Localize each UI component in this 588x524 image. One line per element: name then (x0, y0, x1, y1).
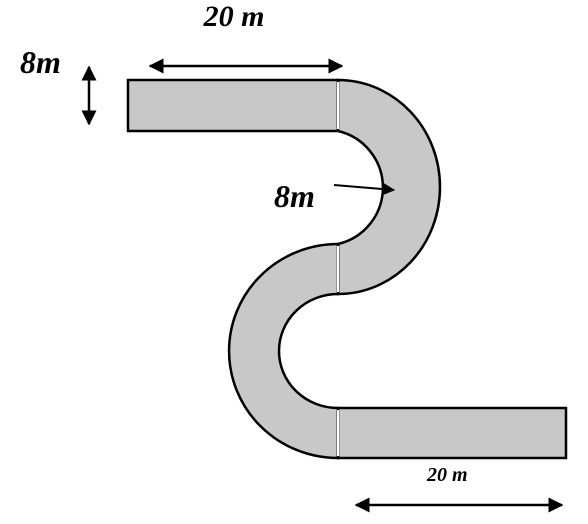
road-bottom-straight (336, 406, 568, 460)
radius-arrow (333, 183, 396, 196)
road-top-straight (126, 78, 340, 133)
radius-label: 8m (274, 178, 315, 214)
top-length-label: 20 m (203, 0, 265, 33)
width-label: 8m (20, 44, 61, 80)
road-lower-curve (227, 242, 340, 460)
bottom-length-label: 20 m (426, 464, 468, 486)
